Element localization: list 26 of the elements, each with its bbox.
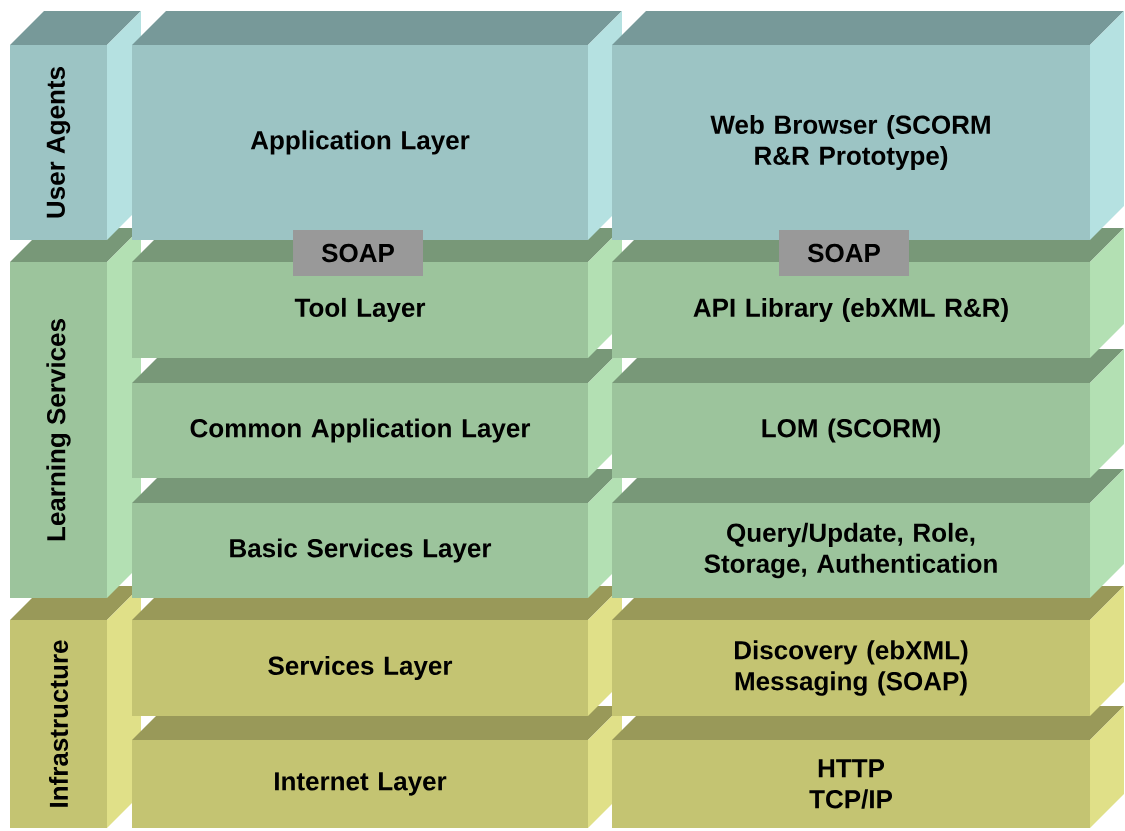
- node-label: Services Layer: [268, 655, 453, 681]
- layer-block: Basic Services Layer: [132, 469, 622, 598]
- protocol-tag: SOAP: [293, 230, 423, 276]
- layer-group-block: User Agents: [10, 11, 141, 240]
- layer-block: Common Application Layer: [132, 349, 622, 478]
- layer-group-block: Infrastructure: [10, 586, 141, 828]
- layer-block: Application Layer: [132, 11, 622, 240]
- node-label: Learning Services: [46, 319, 71, 541]
- layer-block: Web Browser (SCORM R&R Prototype): [612, 11, 1124, 240]
- node-label: Internet Layer: [275, 772, 447, 796]
- node-label: Tool Layer: [294, 297, 426, 323]
- layer-block: LOM (SCORM): [612, 349, 1124, 478]
- layer-block: Internet Layer: [132, 706, 622, 828]
- node-label: HTTP TCP/IP: [809, 759, 893, 809]
- node-label: User Agents: [46, 67, 71, 218]
- node-label: Query/Update, Role, Storage, Authentication: [704, 522, 997, 579]
- layer-block: Discovery (ebXML) Messaging (SOAP): [612, 586, 1124, 716]
- layer-block: HTTP TCP/IP: [612, 706, 1124, 828]
- node-label: Infrastructure: [48, 640, 69, 807]
- node-label: LOM (SCORM): [762, 418, 940, 443]
- layer-group-block: Learning Services: [10, 228, 141, 598]
- node-label: Basic Services Layer: [230, 538, 492, 563]
- layer-block: Query/Update, Role, Storage, Authentication: [612, 469, 1124, 598]
- protocol-tag: SOAP: [779, 230, 909, 276]
- node-label: Application Layer: [250, 130, 470, 155]
- node-label: Common Application Layer: [190, 418, 531, 443]
